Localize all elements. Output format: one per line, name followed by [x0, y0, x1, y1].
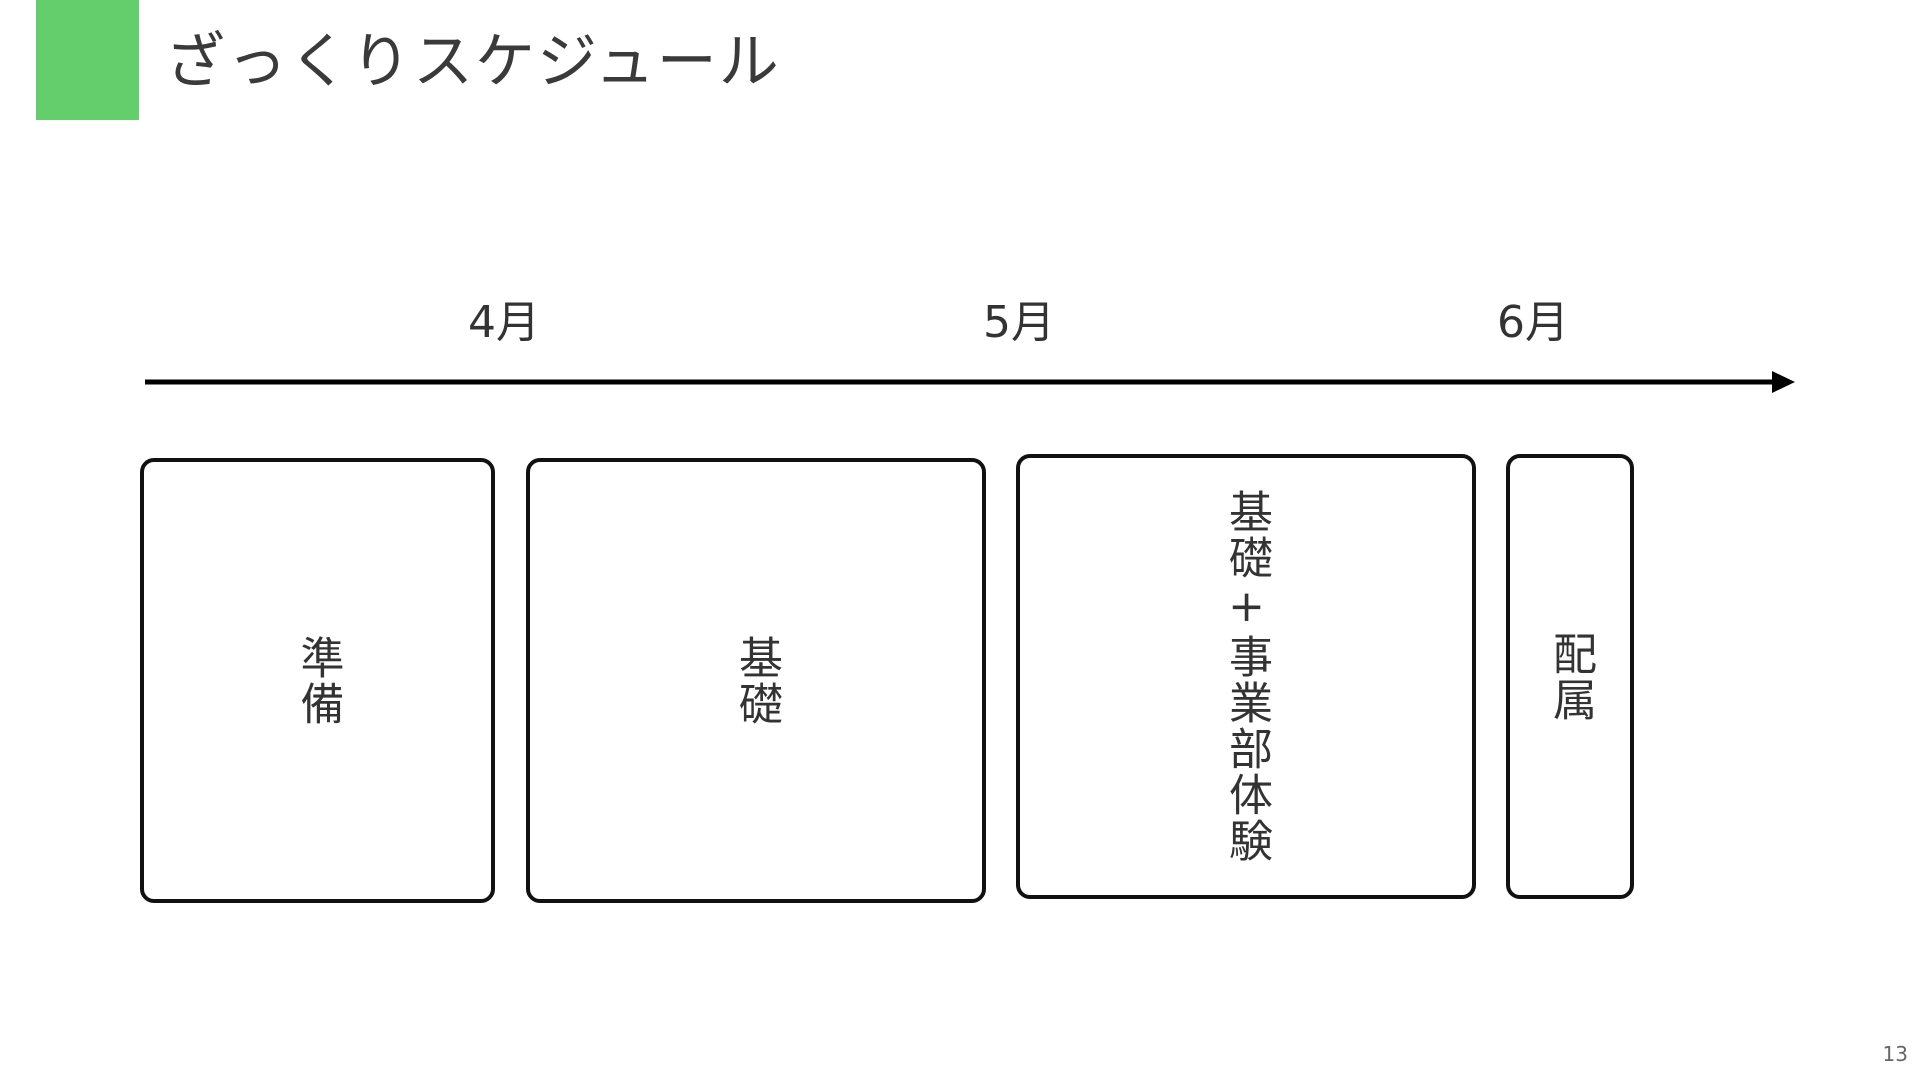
month-label-may: 5月 [983, 297, 1055, 348]
page-number: 13 [1882, 1042, 1908, 1066]
phase-label: 基礎+事業部体験 [1221, 489, 1272, 864]
phase-box-preparation: 準備 [140, 458, 495, 903]
phase-label: 準備 [292, 634, 344, 727]
phase-box-basics-plus-division-experience: 基礎+事業部体験 [1016, 454, 1476, 899]
page-title: ざっくりスケジュール [165, 27, 781, 97]
phase-box-basics: 基礎 [526, 458, 986, 903]
phase-box-assignment: 配属 [1506, 454, 1634, 899]
timeline-arrowhead [1772, 371, 1795, 393]
title-accent-bar [36, 0, 139, 120]
phase-label: 基礎 [731, 634, 782, 727]
phase-label: 配属 [1545, 630, 1596, 723]
month-label-june: 6月 [1497, 297, 1569, 348]
month-label-april: 4月 [468, 297, 540, 348]
